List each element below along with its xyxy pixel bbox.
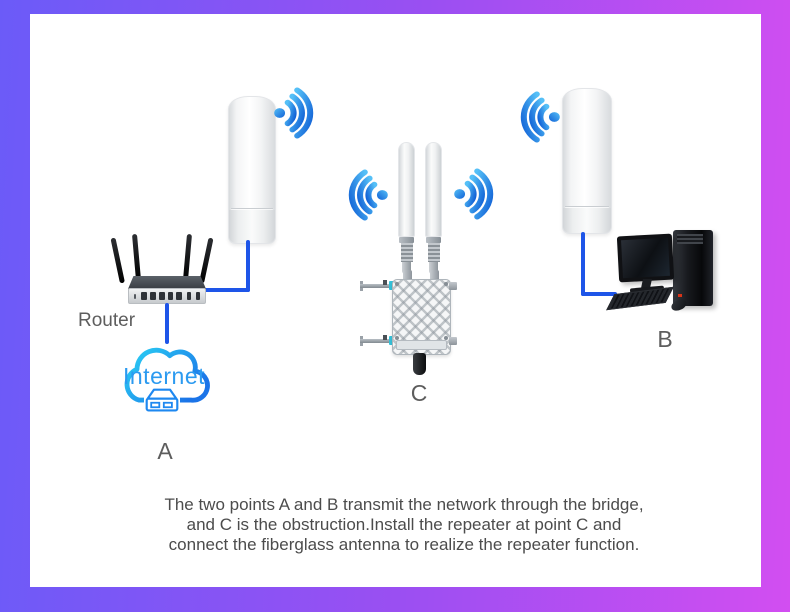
antenna-thread [427,243,440,262]
router-port [141,292,148,300]
antenna-rod [425,142,442,237]
tower-drive-bays [677,234,703,244]
antenna-connector [429,262,438,274]
bridge-a-seam [231,208,273,209]
bracket-arm [360,339,390,343]
point-b-label: B [657,326,673,352]
bridge-device-a [228,96,276,244]
antenna-collar [426,237,441,243]
computer-keyboard [606,286,674,311]
router-port [176,292,182,300]
wifi-signal-icon [348,166,390,224]
antenna-rod [398,142,415,237]
caption-line-2: and C is the obstruction.Install the rep… [186,515,622,534]
bridge-a-cap [229,210,275,243]
modem-icon [144,386,180,415]
repeater-side-tab [449,337,457,345]
router-top-panel [128,276,206,289]
screw [395,282,399,286]
wifi-signal-icon [452,165,494,223]
repeater-side-tab [449,282,457,290]
repeater-bracket-bottom [360,335,398,347]
fiberglass-antenna-right [425,142,442,274]
caption-line-1: The two points A and B transmit the netw… [164,495,644,514]
point-c-label: C [410,380,428,406]
repeater-base-plate [396,340,447,350]
computer-monitor [616,233,675,283]
antenna-connector [402,262,411,274]
tower-power-led [678,294,682,297]
router-port [195,292,200,300]
wifi-signal-icon [520,88,562,146]
repeater-bracket-top [360,280,398,292]
internet-label: Internet [123,363,205,389]
router-antenna [110,237,125,284]
bracket-screw [383,280,387,285]
cable-bridge-b-vertical [581,232,585,296]
repeater-antenna-mount [430,270,439,281]
antenna-thread [400,243,413,262]
cable-bridge-a-horizontal [204,288,250,292]
router-led [134,293,137,299]
bracket-arm [360,284,390,288]
computer-tower [673,230,713,306]
fiberglass-antenna-left [398,142,415,274]
screw [395,336,399,340]
router-port [186,292,191,300]
router-antenna [199,237,214,284]
bridge-b-cap [563,208,611,233]
repeater-bottom-connector [413,353,426,375]
repeater-device [392,279,451,355]
bracket-clamp [389,281,394,290]
router-antenna [132,233,141,281]
bracket-screw [383,335,387,340]
bridge-b-seam [565,206,609,207]
antenna-collar [399,237,414,243]
point-a-label: A [157,438,173,464]
router-label: Router [78,310,136,331]
router-antenna [183,233,192,281]
router-port [167,292,174,300]
wifi-signal-icon [272,84,314,142]
router-port [158,292,165,300]
cable-bridge-b-horizontal [581,292,617,296]
caption-text: The two points A and B transmit the netw… [74,495,734,555]
repeater-antenna-mount [403,270,412,281]
bracket-clamp [389,336,394,345]
router-port [150,292,156,300]
router-front-panel [128,288,206,304]
screw [444,282,448,286]
diagram-canvas: Router Internet A [30,14,761,587]
caption-line-3: connect the fiberglass antenna to realiz… [168,535,640,554]
bridge-device-b [562,88,612,234]
cable-router-to-internet [165,303,169,344]
cable-bridge-a-vertical [246,240,250,292]
screw [444,336,448,340]
monitor-screen [621,237,670,279]
